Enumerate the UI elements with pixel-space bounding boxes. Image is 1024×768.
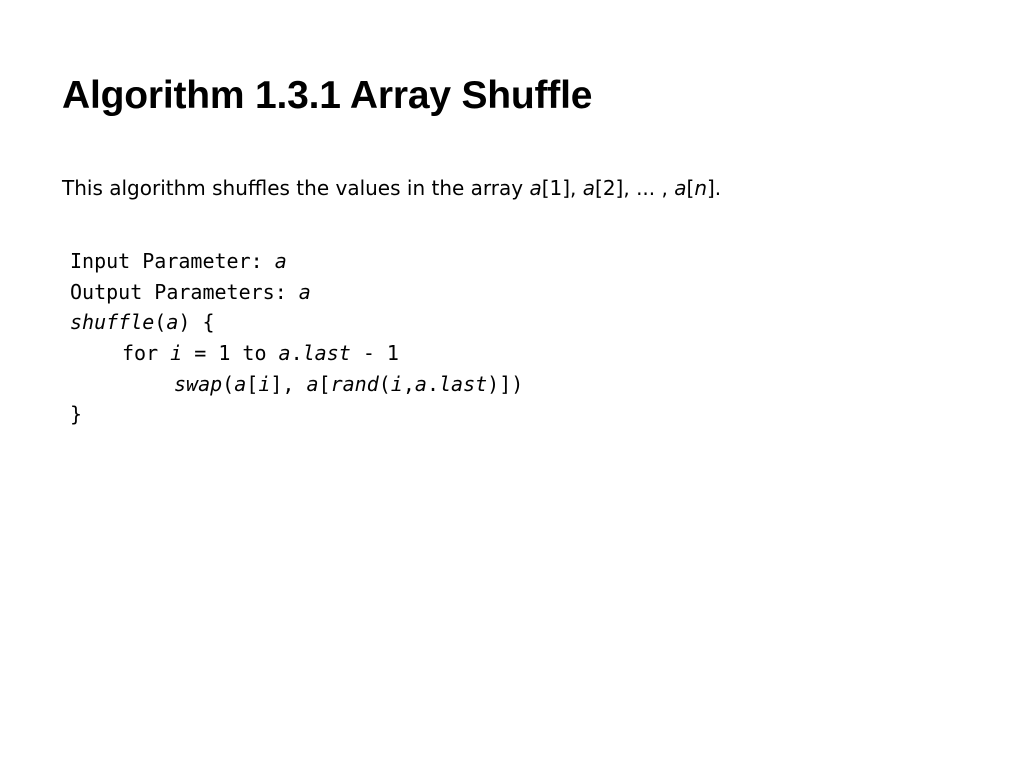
swap-arg-a1: a xyxy=(234,371,247,396)
code-line-swap: swap(a[i], a[rand(i,a.last)]) xyxy=(70,369,523,400)
closing-brace: } xyxy=(70,402,83,427)
code-line-for: for i = 1 to a.last - 1 xyxy=(70,338,523,369)
for-var: i xyxy=(170,341,183,366)
rand-paren-open: ( xyxy=(378,371,391,396)
function-paren-close: ) { xyxy=(178,310,215,335)
for-obj: a xyxy=(278,341,291,366)
swap-arg-a2: a xyxy=(306,371,319,396)
description-var-n: n xyxy=(694,176,707,200)
output-label: Output Parameters: xyxy=(70,279,299,304)
function-arg: a xyxy=(166,310,179,335)
description-var-a1: a xyxy=(529,176,542,200)
algorithm-description: This algorithm shuffles the values in th… xyxy=(62,173,721,203)
for-prop: last xyxy=(302,341,351,366)
code-line-closing-brace: } xyxy=(70,399,523,430)
rand-arg-last: last xyxy=(438,371,488,396)
code-line-input: Input Parameter: a xyxy=(70,246,523,277)
for-end: - 1 xyxy=(350,341,399,366)
function-paren-open: ( xyxy=(154,310,167,335)
rand-arg-i: i xyxy=(390,371,403,396)
for-range: = 1 to xyxy=(182,341,279,366)
description-index-1: [1], xyxy=(541,176,583,200)
rand-comma: , xyxy=(402,371,415,396)
function-name: shuffle xyxy=(70,310,155,335)
code-line-function: shuffle(a) { xyxy=(70,307,523,338)
for-dot: . xyxy=(290,341,303,366)
swap-paren-open: ( xyxy=(222,371,235,396)
description-index-2: [2], ... , xyxy=(595,176,675,200)
rand-name: rand xyxy=(330,371,379,396)
for-keyword: for xyxy=(122,341,171,366)
swap-index-i: i xyxy=(258,371,271,396)
input-label: Input Parameter: xyxy=(70,249,275,273)
description-var-a2: a xyxy=(582,176,596,200)
swap-name: swap xyxy=(174,371,223,396)
code-line-output: Output Parameters: a xyxy=(70,277,523,308)
rand-arg-a: a xyxy=(414,371,427,396)
swap-bracket-1: [ xyxy=(246,371,259,396)
output-var: a xyxy=(298,279,311,304)
page-title: Algorithm 1.3.1 Array Shuffle xyxy=(62,74,593,117)
swap-bracket-2: [ xyxy=(318,371,331,396)
swap-bracket-1-close: ], xyxy=(270,371,307,396)
rand-dot: . xyxy=(426,371,439,396)
description-var-a3: a xyxy=(674,176,687,200)
description-index-close: ]. xyxy=(707,176,722,200)
description-text: This algorithm shuffles the values in th… xyxy=(62,176,530,200)
description-index-open: [ xyxy=(686,176,695,200)
input-var: a xyxy=(274,249,287,273)
swap-close: )]) xyxy=(487,371,524,396)
